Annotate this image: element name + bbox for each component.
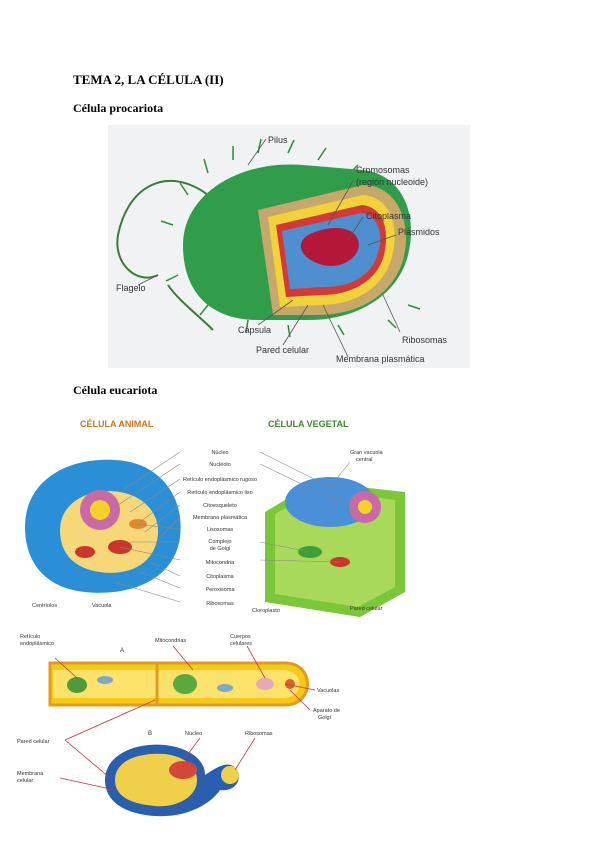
label-central-vacuole-2: central — [356, 457, 373, 463]
label-er-2: endoplásmico — [20, 641, 54, 647]
label-golgi-2: Golgi — [318, 715, 331, 721]
label-plasmids: Plásmidos — [398, 227, 440, 237]
label-rough-er: Retículo endoplásmico rugoso — [183, 477, 257, 483]
label-lysosomes: Lisosomas — [207, 527, 234, 533]
label-pilus: Pilus — [268, 135, 288, 145]
label-flagellum: Flagelo — [116, 283, 146, 293]
label-central-vacuole-1: Gran vacuola — [350, 450, 384, 456]
label-nucleolus: Nucléolo — [209, 462, 230, 468]
label-mitochondria: Mitocondrias — [155, 638, 186, 644]
label-vacuoles: Vacuolas — [317, 688, 339, 694]
label-ribosomes: Ribosomas — [402, 335, 448, 345]
label-nucleoid: (región nucleoide) — [356, 177, 428, 187]
label-membrane-2: celular — [17, 778, 33, 784]
label-nucleus: Núcleo — [211, 450, 228, 456]
label-golgi-2: de Golgi — [210, 546, 231, 552]
label-cell-wall: Pared celular — [17, 739, 50, 745]
animal-cell-title: CÉLULA ANIMAL — [80, 419, 154, 429]
label-mitochondria: Mitocondria — [206, 560, 235, 566]
label-plasma-membrane: Membrana plasmática — [193, 515, 248, 521]
label-ribosomes: Ribosomas — [245, 731, 273, 737]
fungal-cell-figure: Retículo endoplásmico A Mitocondrias Cue… — [17, 634, 340, 817]
label-plasma-membrane: Membrana plasmática — [336, 354, 425, 364]
label-centrioles: Centríolos — [32, 603, 57, 609]
marker-a: A — [120, 648, 124, 654]
label-cytoskeleton: Citoesqueleto — [203, 503, 237, 509]
animal-plant-cell-figure: CÉLULA ANIMAL CÉLULA VEGETAL Núcleo Nucl… — [25, 419, 405, 617]
section-heading-eukaryote: Célula eucariota — [73, 383, 158, 397]
page-title: TEMA 2, LA CÉLULA (II) — [73, 72, 224, 87]
label-nucleus: Núcleo — [185, 731, 202, 737]
label-cytoplasm: Citoplasma — [206, 574, 234, 580]
label-vacuole: Vacuola — [92, 603, 112, 609]
label-capsule: Cápsula — [238, 325, 271, 335]
section-heading-prokaryote: Célula procariota — [73, 101, 164, 115]
label-chromosomes: Cromosomas — [356, 165, 410, 175]
marker-b: B — [148, 731, 152, 737]
label-cytoplasm: Citoplasma — [366, 211, 411, 221]
label-golgi-1: Aparato de — [313, 708, 340, 714]
label-bodies-1: Cuerpos — [230, 634, 251, 640]
label-smooth-er: Retículo endoplásmico liso — [187, 490, 252, 496]
label-cell-wall: Pared celular — [256, 345, 309, 355]
label-membrane-1: Membrana — [17, 771, 44, 777]
label-ribosomes: Ribosomas — [206, 601, 234, 607]
label-peroxisome: Peroxisoma — [205, 587, 235, 593]
label-bodies-2: celulares — [230, 641, 252, 647]
label-plant-cell-wall: Pared celular — [350, 606, 383, 612]
label-golgi-1: Complejo — [208, 539, 231, 545]
prokaryote-cell-figure: Pilus Cromosomas (región nucleoide) Cito… — [108, 125, 470, 368]
label-er-1: Retículo — [20, 634, 40, 640]
label-chloroplast: Cloroplasto — [252, 608, 280, 614]
plant-cell-title: CÉLULA VEGETAL — [268, 419, 349, 429]
